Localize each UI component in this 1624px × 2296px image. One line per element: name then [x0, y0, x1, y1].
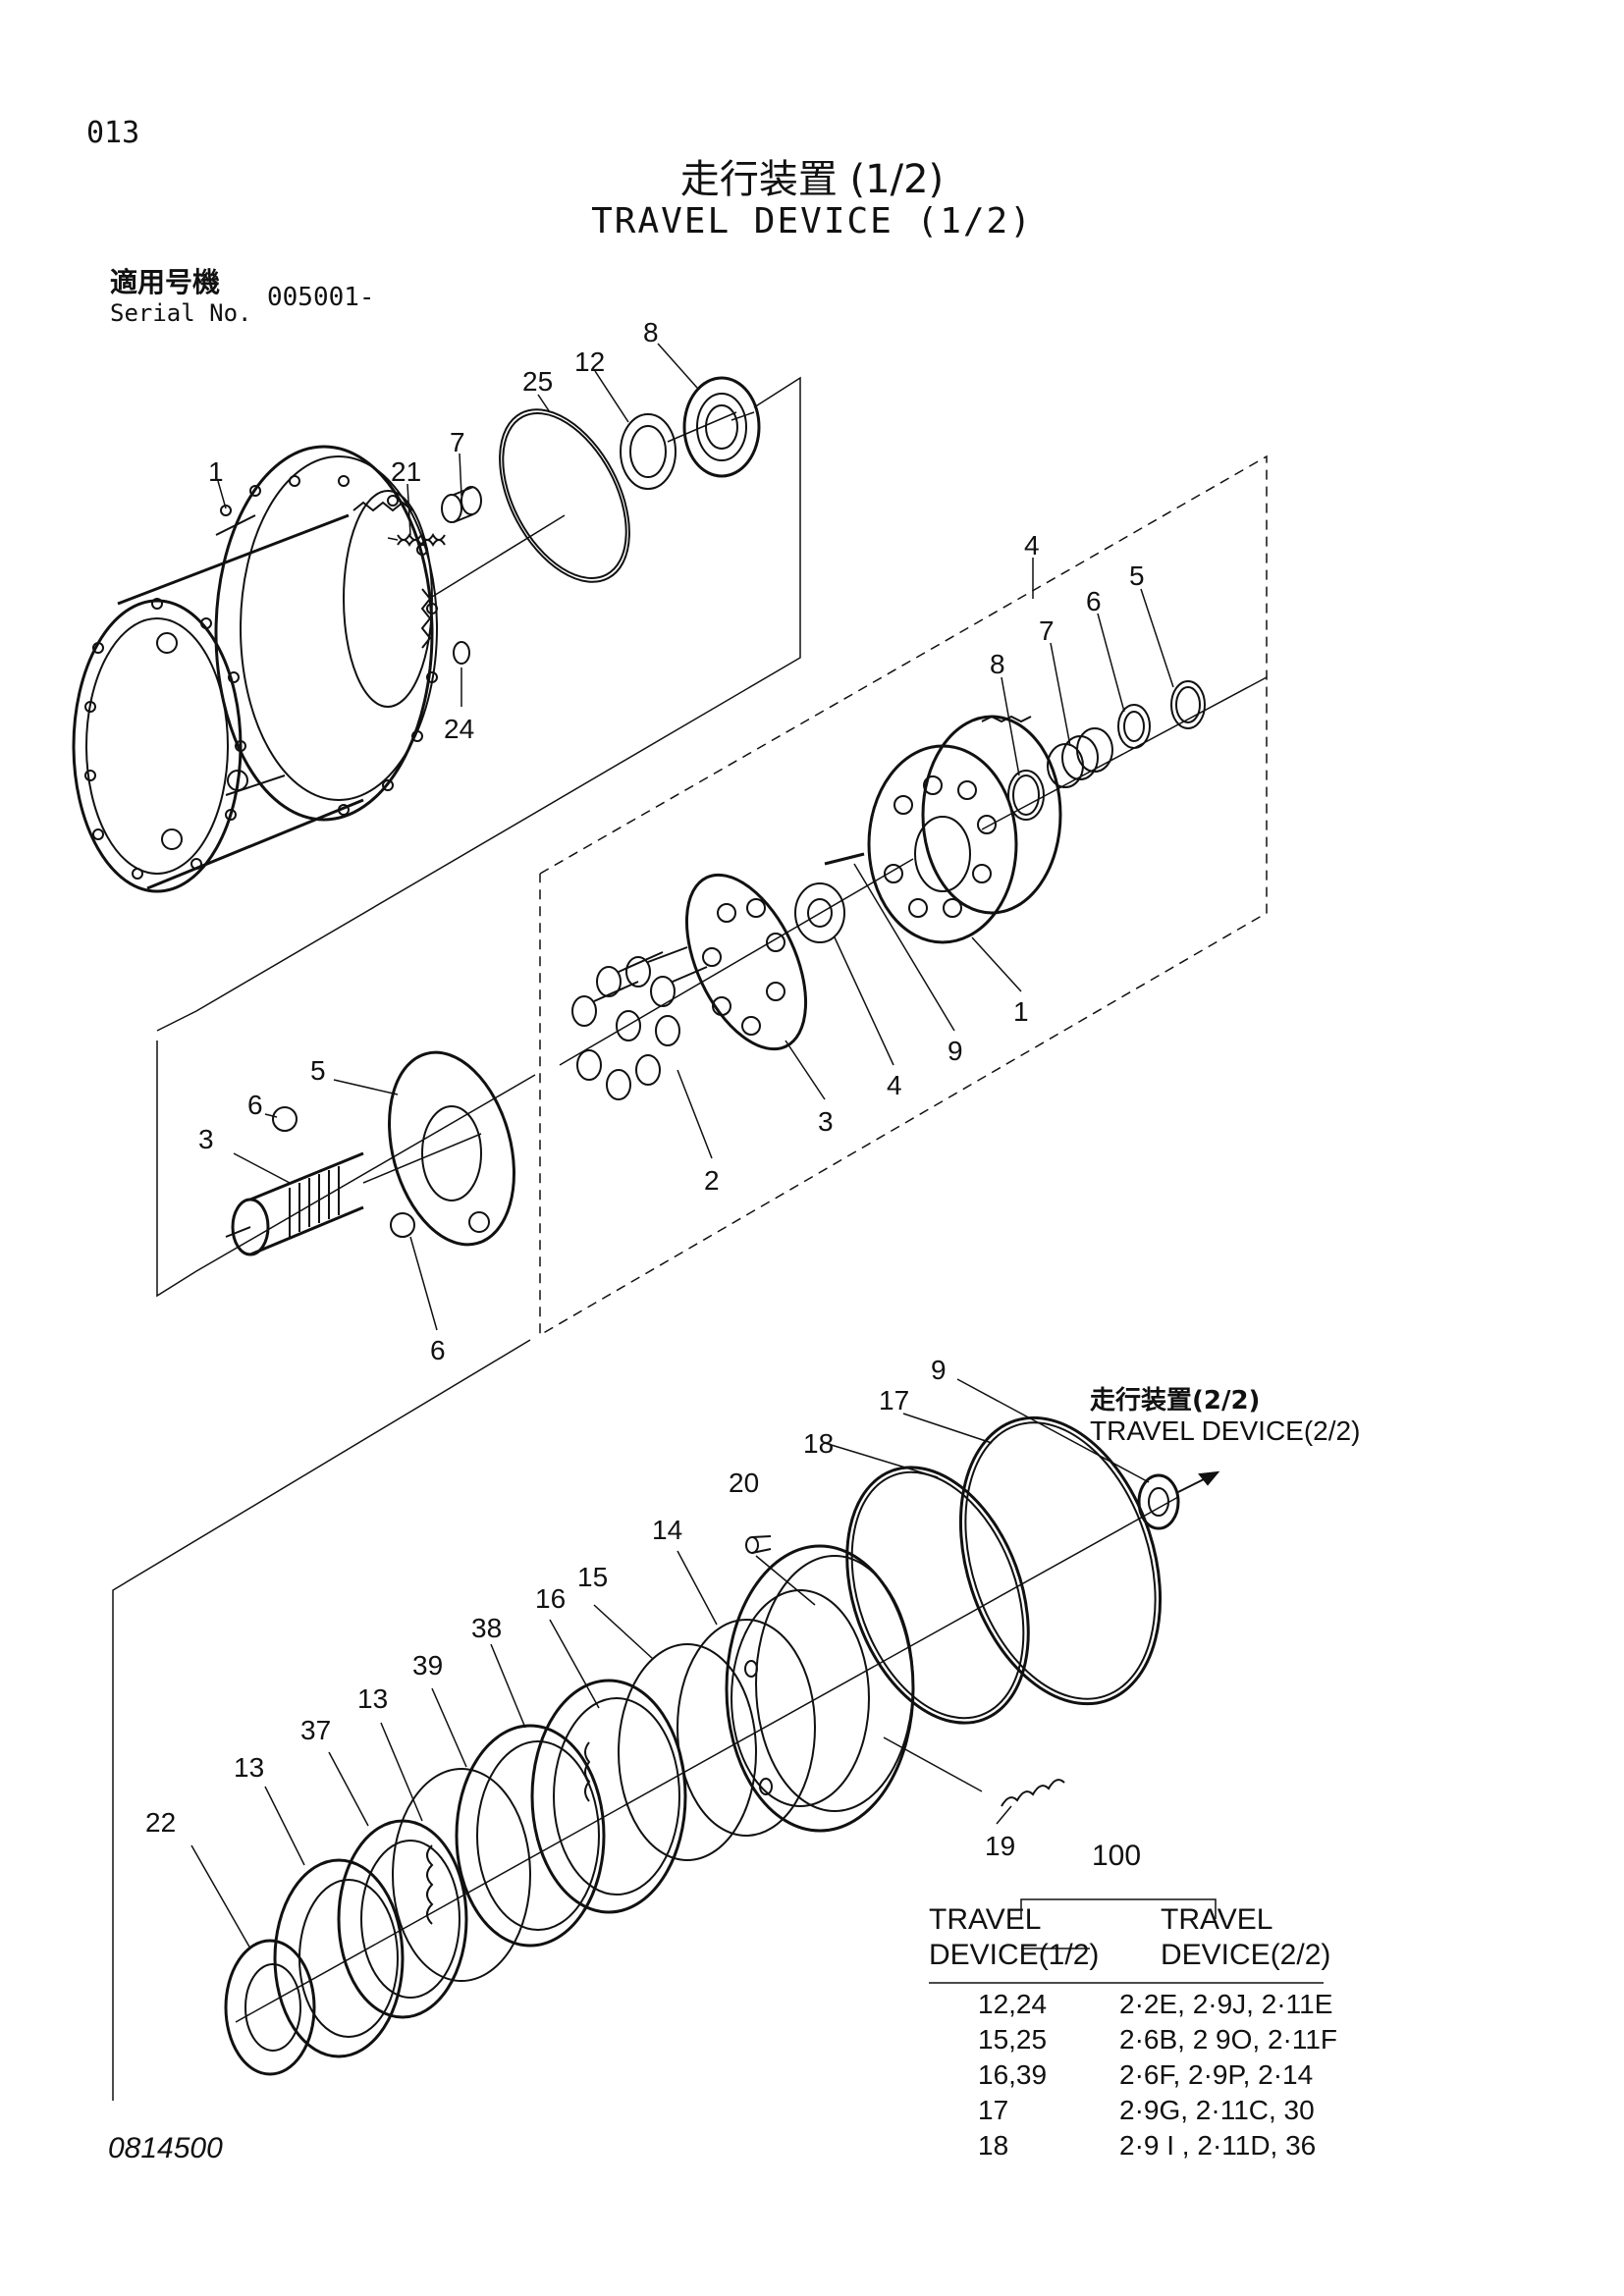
callout-label: 22: [145, 1807, 176, 1838]
table-row-left: 12,24: [978, 1989, 1048, 2019]
snap-ring-8-drawing: [1007, 770, 1045, 821]
page-number: 013: [86, 116, 140, 150]
swash-plate-5-drawing: [388, 1050, 515, 1247]
page-title-japanese: 走行装置 (1/2): [679, 157, 945, 202]
continuation-label-english: TRAVEL DEVICE(2/2): [1090, 1415, 1361, 1446]
table-header-col2-line2: DEVICE(2/2): [1161, 1939, 1331, 1971]
table-row-right: 2·2E, 2·9J, 2·11E: [1119, 1989, 1333, 2019]
plates-37-38-39-drawing: [392, 1679, 687, 1982]
spring-19-drawing: [883, 1736, 1065, 1807]
separator-plate-13-drawing: [273, 1819, 468, 2058]
callout-label: 16: [535, 1583, 566, 1614]
table-row-left: 16,39: [978, 2059, 1048, 2090]
callout-label: 9: [931, 1355, 947, 1385]
leader-lines: [190, 343, 1174, 1949]
callout-label: 39: [412, 1650, 443, 1681]
callout-label: 2: [704, 1165, 720, 1196]
callout-label: 19: [985, 1831, 1015, 1861]
table-header-col1: TRAVEL DEVICE(1/2): [929, 1902, 1099, 1973]
serial-label-english: Serial No.: [110, 299, 252, 327]
table-header-col1-line1: TRAVEL: [929, 1903, 1042, 1936]
callout-label: 6: [430, 1335, 446, 1365]
o-ring-17-drawing: [958, 1415, 1163, 1706]
table-row-right: 2·6F, 2·9P, 2·14: [1119, 2059, 1314, 2090]
pin-20-drawing: [745, 1535, 816, 1606]
bearing-9-drawing: [1137, 1473, 1180, 1530]
cylinder-block-1-drawing: [867, 715, 1062, 944]
callout-label: 8: [643, 317, 659, 347]
callout-label: 21: [391, 456, 421, 487]
table-row-left: 18: [978, 2130, 1009, 2161]
callout-label: 5: [1129, 561, 1145, 591]
document-code: 0814500: [108, 2132, 223, 2164]
callout-label: 4: [887, 1070, 902, 1100]
o-ring-18-drawing: [845, 1466, 1030, 1725]
callout-label: 13: [234, 1752, 264, 1783]
table-row-right: 2·9G, 2·11C, 30: [1119, 2095, 1315, 2125]
callout-label: 3: [818, 1106, 834, 1137]
callout-label: 1: [1013, 996, 1029, 1027]
callout-label: 37: [300, 1715, 331, 1745]
pin-9-drawing: [824, 852, 865, 866]
callout-label: 20: [729, 1468, 759, 1498]
table-header-col2: TRAVEL DEVICE(2/2): [1161, 1902, 1330, 1973]
callout-label: 7: [450, 427, 465, 457]
page-title-english: TRAVEL DEVICE (1/2): [591, 201, 1033, 241]
callout-label: 38: [471, 1613, 502, 1643]
travel-housing-drawing: [72, 445, 438, 893]
callout-label: 15: [577, 1562, 608, 1592]
bearing-8-drawing: [682, 376, 761, 478]
table-row-right: 2·6B, 2 9O, 2·11F: [1119, 2024, 1338, 2055]
callout-label: 5: [310, 1055, 326, 1086]
table-row-left: 17: [978, 2095, 1009, 2125]
table-row-left: 15,25: [978, 2024, 1048, 2055]
snap-ring-5-drawing: [1170, 680, 1206, 729]
callout-label: 7: [1039, 615, 1055, 646]
callout-label: 25: [522, 366, 553, 397]
callout-label: 6: [1086, 586, 1102, 616]
table-header-col2-line1: TRAVEL: [1161, 1903, 1273, 1936]
callout-label: 3: [198, 1124, 214, 1154]
callout-label: 6: [247, 1090, 263, 1120]
serial-number-value: 005001-: [267, 283, 375, 312]
callout-label: 1: [208, 456, 224, 487]
o-ring-24-drawing: [453, 641, 470, 665]
spherical-bushing-4-drawing: [794, 882, 845, 943]
ring-16-15-drawing: [618, 1619, 816, 1861]
brake-piston-14-drawing: [725, 1544, 915, 1833]
callout-label: 12: [574, 347, 605, 377]
pistons-2-drawing: [571, 946, 708, 1100]
spring-21-drawing: [397, 533, 446, 547]
o-ring-25-drawing: [499, 408, 630, 583]
shaft-3-drawing: [225, 1151, 364, 1256]
spring-7-subassembly-drawing: [1047, 727, 1113, 788]
callout-label: 14: [652, 1515, 682, 1545]
table-header-col1-line2: DEVICE(1/2): [929, 1939, 1100, 1971]
continuation-label-japanese: 走行装置(2/2): [1090, 1386, 1261, 1415]
friction-plate-22-drawing: [224, 1939, 316, 2076]
callout-label: 8: [990, 649, 1005, 679]
callout-label: 4: [1024, 530, 1040, 561]
ball-6-drawing: [272, 1106, 415, 1238]
callout-label: 24: [444, 714, 474, 744]
oil-seal-12-drawing: [620, 413, 677, 490]
sub-assembly-4-frame: [539, 454, 1268, 1337]
callout-label: 13: [357, 1683, 388, 1714]
plug-7-drawing: [441, 486, 482, 523]
serial-label-japanese: 適用号機: [110, 266, 221, 298]
group-number-label: 100: [1092, 1840, 1142, 1872]
callout-labels: 1 21 7 25 12 8 24 4 8 7 6 5 1 9 4 3 2 5 …: [145, 317, 1145, 1861]
callout-label: 17: [879, 1385, 909, 1415]
table-row-right: 2·9 I , 2·11D, 36: [1119, 2130, 1317, 2161]
callout-label: 18: [803, 1428, 834, 1459]
callout-label: 9: [947, 1036, 963, 1066]
